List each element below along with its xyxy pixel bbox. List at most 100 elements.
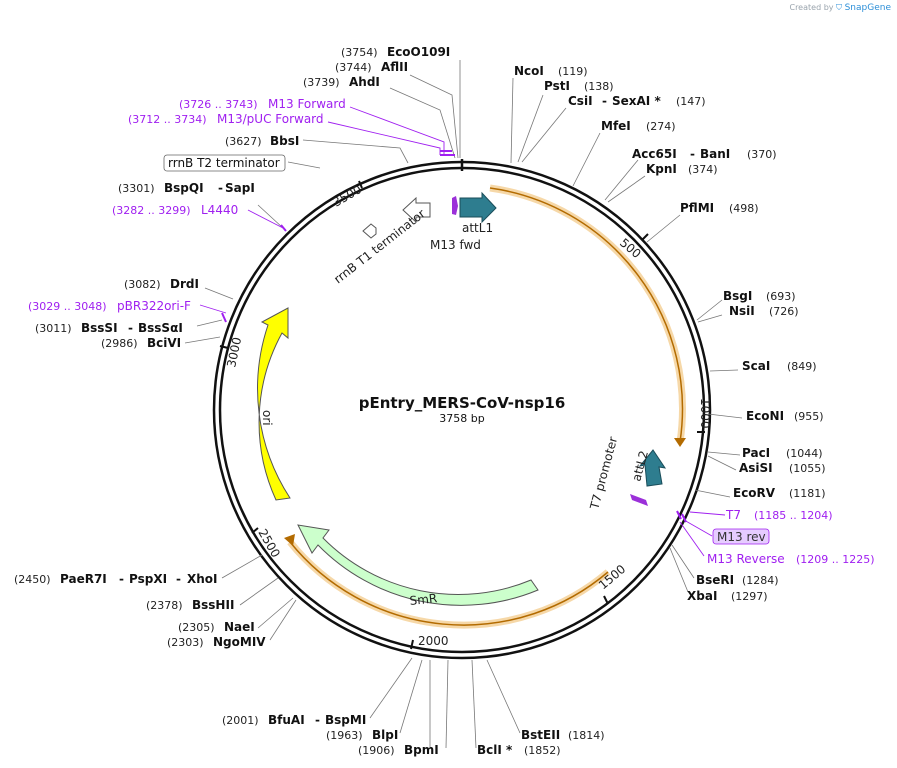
map-shape	[204, 287, 234, 300]
site-pos: (1297)	[731, 590, 768, 603]
map-shape	[247, 209, 284, 229]
primer-name: L4440	[201, 203, 238, 217]
primer-pos: (3726 .. 3743)	[179, 98, 258, 111]
site-name: NgoMIV	[213, 635, 266, 649]
attl1-feature[interactable]	[459, 191, 497, 224]
map-shape	[445, 659, 449, 749]
site-name: BssSαI	[138, 321, 183, 335]
primer-name: M13/pUC Forward	[217, 112, 324, 126]
site-name: BseRI	[696, 573, 734, 587]
site-name: BssHII	[192, 598, 234, 612]
smr-region-arrowhead	[284, 534, 295, 546]
map-shape	[399, 659, 423, 734]
map-shape	[671, 544, 695, 579]
map-shape	[302, 139, 409, 164]
right-site-labels: NcoI (119) PstI (138) CsiI - SexAI * (14…	[514, 64, 875, 603]
site-name: PspXI	[129, 572, 167, 586]
map-shape	[510, 77, 514, 164]
site-name: BstEII	[521, 728, 560, 742]
ori-label: ori	[260, 410, 274, 426]
site-name: EcoRV	[733, 486, 776, 500]
site-pos: (2378)	[146, 599, 183, 612]
rrnb-t2-label: rrnB T2 terminator	[168, 156, 280, 170]
map-label: -	[690, 147, 695, 161]
attl2-feature[interactable]	[638, 449, 667, 487]
map-shape	[709, 369, 739, 372]
site-name: BanI	[700, 147, 730, 161]
site-name: BspQI	[164, 181, 204, 195]
rrnb-t2-label-box	[163, 154, 286, 172]
m13-fwd-primer-mark	[452, 196, 458, 215]
map-shape	[521, 107, 567, 163]
site-pos: (1284)	[742, 574, 779, 587]
map-shape	[251, 527, 259, 534]
site-name: KpnI	[646, 162, 677, 176]
map-shape	[681, 513, 687, 523]
site-pos: (3754)	[341, 46, 378, 59]
site-name: PstI	[544, 79, 570, 93]
m13-rev-label: M13 rev	[717, 530, 766, 544]
site-name: NcoI	[514, 64, 544, 78]
map-shape	[676, 510, 682, 520]
site-pos: (1181)	[789, 487, 826, 500]
site-pos: (138)	[584, 80, 614, 93]
site-name: BclI *	[477, 743, 513, 757]
primer-name: pBR322ori-F	[117, 299, 191, 313]
site-pos: (147)	[676, 95, 706, 108]
tick-label-3500: 3500	[331, 182, 364, 209]
rrnb-t2-arrow	[362, 223, 377, 239]
map-shape	[409, 74, 459, 159]
map-label: -	[315, 713, 320, 727]
map-shape	[219, 345, 229, 349]
smr-feature[interactable]	[297, 524, 539, 606]
map-shape	[287, 161, 321, 169]
left-site-labels: (3754) EcoO109I (3744) AflII (3739) AhdI…	[14, 45, 450, 649]
site-name: AflII	[381, 60, 408, 74]
rrnb-t1-label: rrnB T1 terminator	[331, 207, 428, 287]
map-label: -	[602, 94, 607, 108]
map-shape	[572, 132, 601, 187]
insert-arrowhead	[674, 438, 686, 447]
tick-label-1500: 1500	[596, 562, 628, 592]
site-name: DrdI	[170, 277, 199, 291]
map-shape	[696, 299, 723, 321]
map-shape	[410, 639, 414, 650]
map-shape	[369, 657, 413, 719]
site-name: MfeI	[601, 119, 631, 133]
primer-pos: (3712 .. 3734)	[128, 113, 207, 126]
map-shape	[683, 519, 713, 537]
map-shape	[669, 547, 689, 593]
primer-pos: (3282 .. 3299)	[112, 204, 191, 217]
site-pos: (1906)	[358, 744, 395, 757]
map-shape	[257, 597, 294, 629]
primer-pos: (1185 .. 1204)	[754, 509, 833, 522]
m13-rev-label-box	[712, 528, 770, 545]
map-shape	[707, 451, 741, 456]
site-pos: (693)	[766, 290, 796, 303]
site-name: BbsI	[270, 134, 299, 148]
map-shape	[389, 87, 456, 159]
site-pos: (2305)	[178, 621, 215, 634]
primer-name: M13 Forward	[268, 97, 346, 111]
snapgene-credit: Created by ⛉ SnapGene	[789, 3, 891, 13]
map-label: -	[176, 572, 181, 586]
map-shape	[641, 233, 649, 241]
map-shape	[603, 595, 609, 605]
map-shape	[199, 304, 227, 314]
site-pos: (2001)	[222, 714, 259, 727]
m13-fwd-label: M13 fwd	[430, 238, 481, 252]
map-shape	[221, 554, 263, 579]
ori-feature[interactable]	[257, 307, 291, 501]
site-name: Acc65I	[632, 147, 677, 161]
site-pos: (3301)	[118, 182, 155, 195]
tick-label-1000: 1000	[698, 398, 712, 429]
smr-label: SmR	[409, 591, 438, 608]
map-shape	[697, 314, 723, 323]
site-name: AsiSI	[739, 461, 773, 475]
site-name: SexAI *	[612, 94, 661, 108]
map-shape	[196, 319, 223, 327]
rrnb-t1-feature[interactable]	[402, 196, 431, 224]
site-name: AhdI	[349, 75, 380, 89]
